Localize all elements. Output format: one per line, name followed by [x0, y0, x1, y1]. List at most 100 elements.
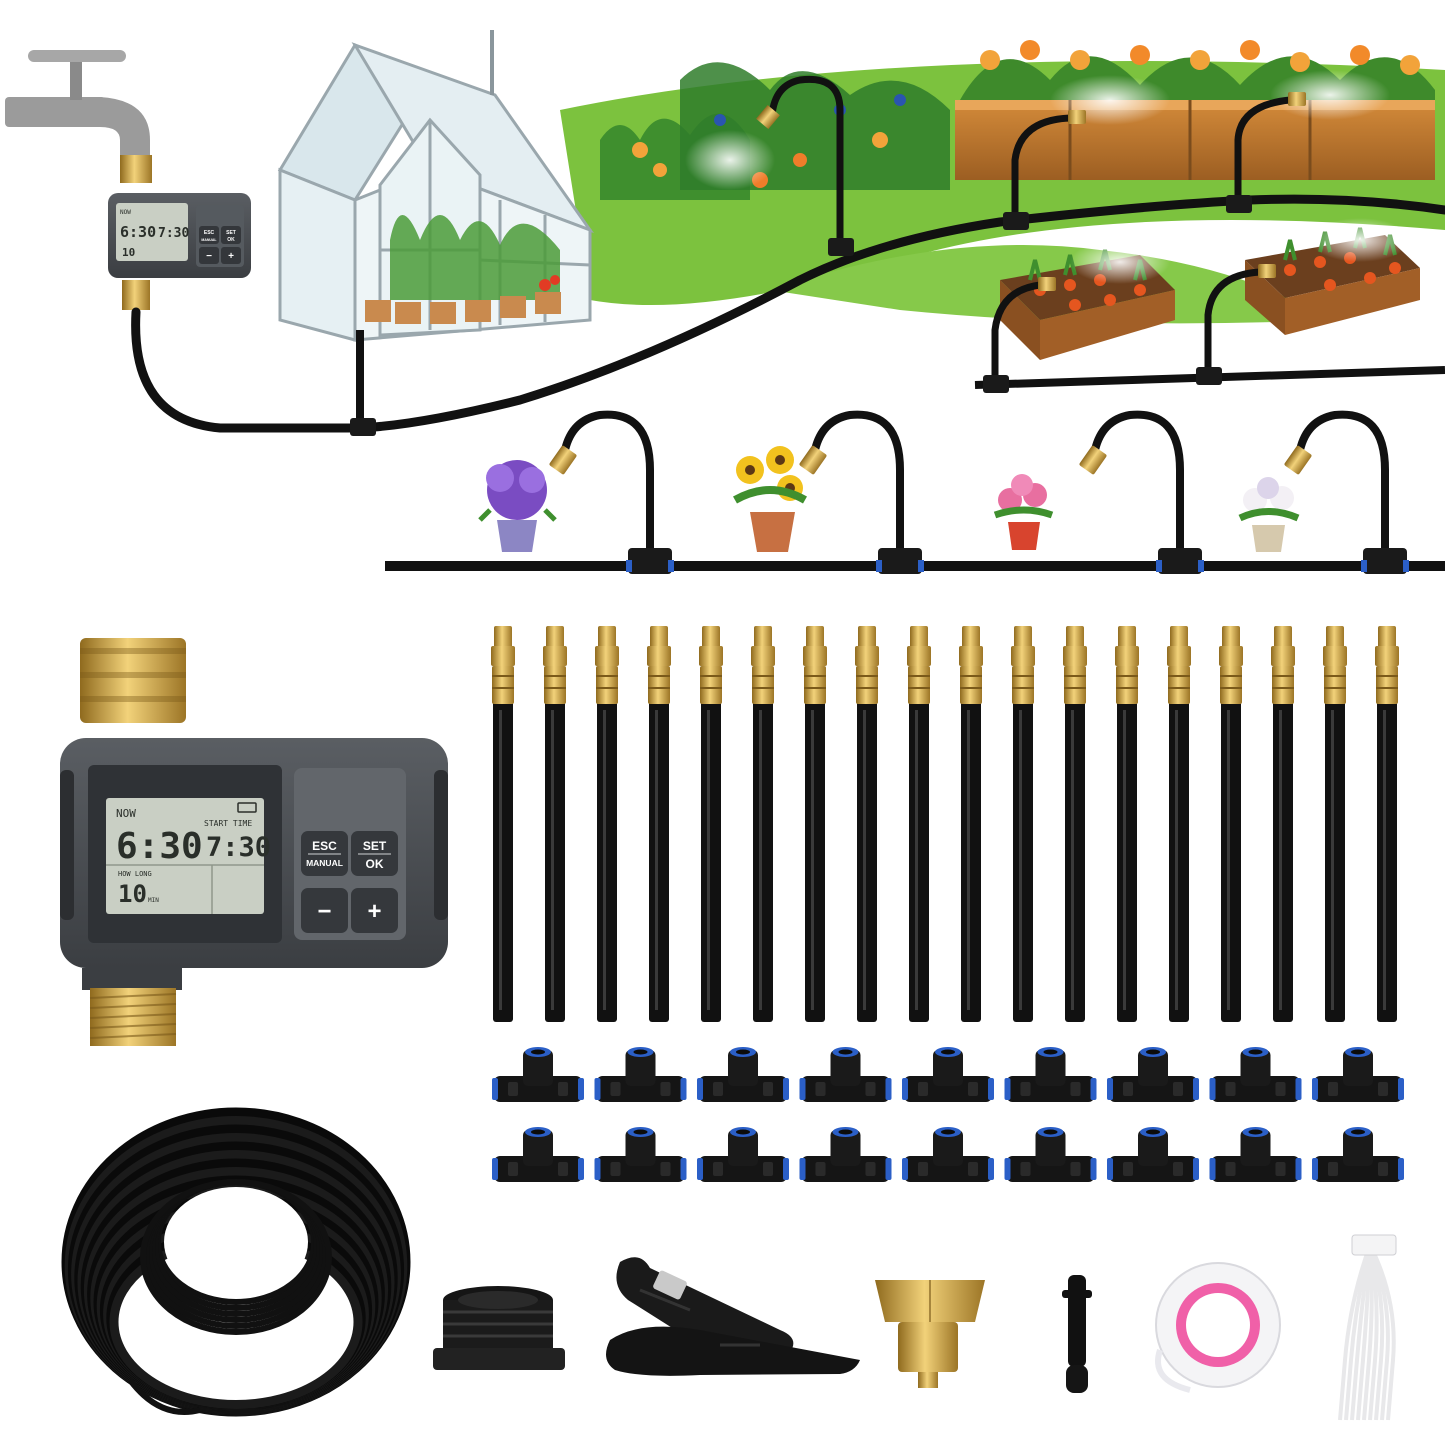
tee-joints-top: [350, 195, 1252, 436]
misting-tube: [699, 626, 723, 1022]
tee-connector: [1107, 1127, 1199, 1182]
minus-button[interactable]: −: [199, 247, 219, 264]
set-ok-button[interactable]: SET OK: [221, 226, 241, 244]
potted-plant-pink: [993, 474, 1054, 550]
misting-tube: [491, 626, 515, 1022]
lcd-start-time: 7:30: [206, 832, 271, 863]
tee-connector: [697, 1047, 789, 1102]
mist-spray: [685, 130, 775, 190]
misting-tube: [907, 626, 931, 1022]
gooseneck-mister: [1079, 410, 1204, 574]
misting-tube: [1323, 626, 1347, 1022]
cable-ties: [1338, 1234, 1397, 1421]
thread-adapter: [433, 1286, 565, 1370]
misting-tube: [647, 626, 671, 1022]
lcd-now-time: 6:30: [120, 223, 156, 241]
esc-manual-button[interactable]: ESC MANUAL: [199, 226, 219, 244]
plus-button[interactable]: +: [221, 247, 241, 264]
misting-tube: [751, 626, 775, 1022]
tee-connector: [902, 1127, 994, 1182]
gooseneck-mister: [799, 410, 924, 574]
set-label: SET: [226, 230, 236, 236]
plus-button[interactable]: +: [351, 888, 398, 933]
tee-connector: [902, 1047, 994, 1102]
manual-label: MANUAL: [201, 238, 217, 242]
tee-connector: [1107, 1047, 1199, 1102]
misting-tube: [1011, 626, 1035, 1022]
tee-connector: [594, 1047, 687, 1102]
mist-spray: [1070, 240, 1170, 284]
minus-button[interactable]: −: [301, 888, 348, 933]
esc-manual-button[interactable]: ESC MANUAL: [301, 831, 348, 876]
ok-label: OK: [227, 237, 235, 243]
timer-lcd: [116, 203, 188, 261]
tube-cutter-tool: [606, 1257, 860, 1376]
potted-plants-row: [385, 410, 1445, 574]
tee-connector: [1312, 1127, 1404, 1182]
tee-connector: [1209, 1047, 1302, 1102]
misting-tube: [803, 626, 827, 1022]
garden-scene: NOW 6:30 7:30 10 ESC MANUAL SET OK − +: [5, 30, 1445, 436]
lcd-start-time-label: START TIME: [204, 819, 252, 828]
mist-branch: [991, 281, 1041, 380]
lcd-how-long-value: 10: [118, 880, 147, 908]
greenhouse: [277, 30, 595, 342]
lcd-now-time: 6:30: [116, 826, 203, 867]
brass-faucet-adapter: [875, 1280, 985, 1388]
large-water-timer: NOW START TIME 6:30 7:30 HOW LONG 10 MIN…: [60, 638, 448, 1046]
potted-plant-white: [1238, 477, 1300, 552]
tee-connector: [799, 1047, 892, 1102]
lcd-how-long-unit: MIN: [148, 897, 159, 904]
tee-connector: [492, 1047, 584, 1102]
misting-tube: [959, 626, 983, 1022]
lcd-how-long: 10: [122, 246, 135, 259]
plus-label: +: [367, 898, 381, 925]
manual-label: MANUAL: [306, 858, 343, 868]
tee-connector: [492, 1127, 584, 1182]
water-faucet: [5, 50, 150, 160]
battery-icon: [237, 802, 257, 813]
lcd-now-label: NOW: [120, 209, 131, 216]
tee-connector: [799, 1127, 892, 1182]
ok-label: OK: [366, 857, 384, 871]
tee-connector: [1004, 1047, 1097, 1102]
tee-connector: [1004, 1127, 1097, 1182]
misting-tube: [595, 626, 619, 1022]
mist-nozzles-top: [756, 92, 1306, 291]
minus-label: −: [206, 251, 212, 262]
misting-tube: [1063, 626, 1087, 1022]
misting-nozzle-tubes: [491, 626, 1399, 1022]
misting-tube: [855, 626, 879, 1022]
misting-tube: [1219, 626, 1243, 1022]
minus-label: −: [317, 898, 331, 925]
set-ok-button[interactable]: SET OK: [351, 831, 398, 876]
esc-label: ESC: [204, 230, 215, 236]
small-water-timer: NOW 6:30 7:30 10 ESC MANUAL SET OK − +: [108, 155, 251, 310]
lcd-how-long-label: HOW LONG: [118, 870, 152, 878]
gooseneck-mister: [1284, 410, 1409, 574]
lcd-now-label: NOW: [116, 807, 136, 820]
brass-connector: [120, 155, 152, 183]
timer-lcd: [106, 798, 264, 914]
tee-connector: [697, 1127, 789, 1182]
thread-seal-tape: [1155, 1262, 1281, 1393]
brass-outlet: [122, 280, 150, 310]
tubing-coil: [61, 1107, 411, 1417]
misting-tube: [1271, 626, 1295, 1022]
misting-tube: [1375, 626, 1399, 1022]
esc-label: ESC: [312, 839, 337, 853]
plus-label: +: [228, 251, 234, 262]
mist-branch: [1234, 96, 1291, 205]
mist-spray: [1270, 70, 1390, 120]
misting-tube: [1167, 626, 1191, 1022]
mist-spray: [1310, 218, 1410, 262]
potted-plant-purple: [478, 460, 557, 552]
gooseneck-mister: [549, 410, 674, 574]
tee-connector: [1209, 1127, 1302, 1182]
end-plug: [1062, 1275, 1092, 1393]
mist-branch: [1011, 114, 1071, 220]
tee-connector: [1312, 1047, 1404, 1102]
brass-inlet-nut: [80, 638, 186, 723]
